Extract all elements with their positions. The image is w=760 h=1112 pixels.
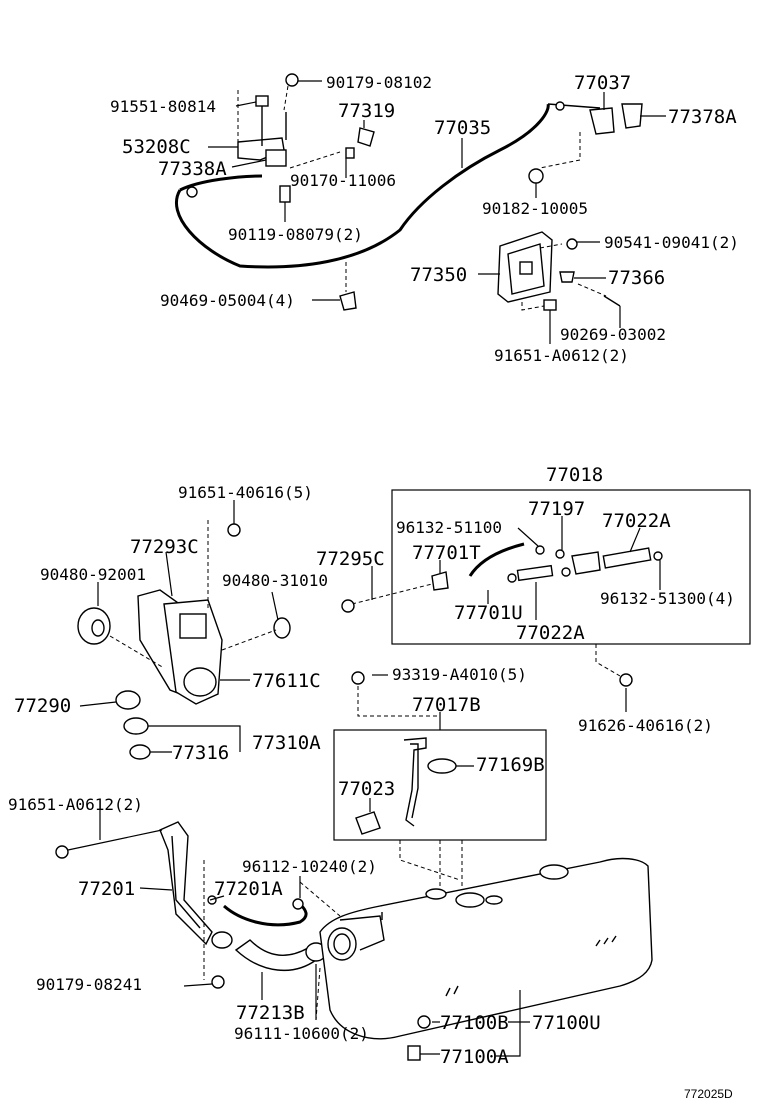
clip-77295C: [341, 599, 355, 613]
ring-77316: [129, 744, 151, 760]
hose-77701T: [468, 542, 525, 577]
label-77319: 77319: [338, 100, 395, 122]
pipe-77017B: [403, 737, 427, 827]
nut-90179: [285, 73, 299, 87]
box-77018: [391, 489, 751, 645]
opener-cable: [174, 103, 550, 269]
hose-77022A-top: [602, 547, 652, 569]
label-90170-11006: 90170-11006: [290, 171, 396, 190]
hose-77701U: [516, 564, 554, 582]
label-77017B: 77017B: [412, 694, 481, 716]
label-91551-80814: 91551-80814: [110, 97, 216, 116]
bolt-91551: [255, 95, 269, 107]
gasket-77169B: [427, 758, 457, 774]
label-77611C: 77611C: [252, 670, 321, 692]
label-77338A: 77338A: [158, 158, 227, 180]
filler-housing-assembly: [77, 500, 355, 760]
fuel-tank: [319, 857, 653, 1040]
label-77310A: 77310A: [252, 732, 321, 754]
filter-77023: [355, 811, 381, 835]
label-90541-09041: 90541-09041(2): [604, 233, 739, 252]
label-77100U: 77100U: [532, 1012, 601, 1034]
label-96111-10600: 96111-10600(2): [234, 1024, 369, 1043]
grommet-90480-92001: [77, 607, 111, 645]
screw-91651-top: [543, 299, 557, 311]
label-77350: 77350: [410, 264, 467, 286]
label-77023: 77023: [338, 778, 395, 800]
label-77701U: 77701U: [454, 602, 523, 624]
label-96112-10240: 96112-10240(2): [242, 857, 377, 876]
bolt-91651-A0612-bot: [55, 845, 69, 859]
label-90119-08079: 90119-08079(2): [228, 225, 363, 244]
clamp-96112: [292, 898, 304, 910]
label-77316: 77316: [172, 742, 229, 764]
label-90480-92001: 90480-92001: [40, 565, 146, 584]
label-77022A-top: 77022A: [602, 510, 671, 532]
label-77295C: 77295C: [316, 548, 385, 570]
ring-77310A: [123, 717, 149, 735]
label-77201A: 77201A: [214, 878, 283, 900]
label-77701T: 77701T: [412, 542, 481, 564]
label-96132-51100: 96132-51100: [396, 518, 502, 537]
label-77293C: 77293C: [130, 536, 199, 558]
grommet-90480-31010: [273, 617, 291, 639]
label-53208C: 53208C: [122, 136, 191, 158]
bolt-90119: [279, 185, 291, 203]
label-77290: 77290: [14, 695, 71, 717]
label-91651-40616: 91651-40616(5): [178, 483, 313, 502]
label-90179-08241: 90179-08241: [36, 975, 142, 994]
label-90179-08102: 90179-08102: [326, 73, 432, 92]
label-77100A: 77100A: [440, 1046, 509, 1068]
breather-hose-77201A: [223, 902, 308, 927]
latch-77037: [589, 107, 615, 135]
label-77022A-bot: 77022A: [516, 622, 585, 644]
screw-93319: [351, 671, 365, 685]
valve-77197: [571, 551, 601, 575]
label-90469-05004: 90469-05004(4): [160, 291, 295, 310]
label-91626-40616: 91626-40616(2): [578, 716, 713, 735]
clip-77319: [357, 127, 375, 147]
canister-assembly: [351, 489, 751, 645]
clip-90469: [339, 291, 357, 311]
label-77378A: 77378A: [668, 106, 737, 128]
valve-left: [431, 571, 449, 591]
clip-90170: [345, 147, 355, 159]
label-96132-51300: 96132-51300(4): [600, 589, 735, 608]
label-90480-31010: 90480-31010: [222, 571, 328, 590]
screw-91651-40616: [227, 523, 241, 537]
label-77018: 77018: [546, 464, 603, 486]
ring-77290: [115, 690, 141, 710]
label-77213B: 77213B: [236, 1002, 305, 1024]
nut-90541: [566, 238, 578, 250]
label-91651-A0612-top: 91651-A0612(2): [494, 346, 629, 365]
lever-77338A: [265, 149, 287, 167]
label-77100B: 77100B: [440, 1012, 509, 1034]
label-77037: 77037: [574, 72, 631, 94]
diagram-code: 772025D: [684, 1087, 733, 1101]
label-77169B: 77169B: [476, 754, 545, 776]
screw-91626: [619, 673, 633, 687]
label-90269-03002: 90269-03002: [560, 325, 666, 344]
filler-hose-77213B: [234, 939, 317, 972]
cover-77378A: [621, 103, 643, 129]
label-77366: 77366: [608, 267, 665, 289]
label-77201: 77201: [78, 878, 135, 900]
top-assembly: [174, 73, 666, 344]
bushing-77100B: [417, 1015, 431, 1029]
label-77035: 77035: [434, 117, 491, 139]
bolt-77100A: [407, 1045, 421, 1061]
nut-90182: [528, 168, 544, 184]
hinge-77366: [559, 271, 575, 283]
fuel-tank-assembly: [55, 810, 653, 1061]
label-93319-A4010: 93319-A4010(5): [392, 665, 527, 684]
label-77197: 77197: [528, 498, 585, 520]
bolt-90179-08241: [211, 975, 225, 989]
label-90182-10005: 90182-10005: [482, 199, 588, 218]
label-91651-A0612-bot: 91651-A0612(2): [8, 795, 143, 814]
